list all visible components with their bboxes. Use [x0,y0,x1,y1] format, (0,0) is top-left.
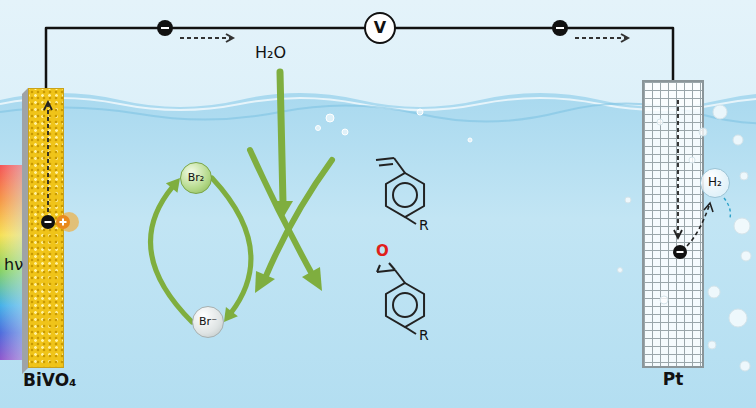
wire-electron [157,20,173,36]
styrene-molecule [379,164,393,166]
bromine-ball: Br₂ [180,162,212,194]
epoxide-molecule [377,265,380,272]
substituent-label: R [419,217,429,233]
water-formula: H₂O [255,44,286,62]
epoxide-molecule [377,270,395,272]
cathode-electron [704,203,713,212]
bromide-ball: Br⁻ [192,306,224,338]
pt-cathode: Pt [642,80,704,368]
external-wire [46,28,364,88]
node-label: Br⁻ [199,316,217,329]
epoxide-molecule [389,263,395,270]
epoxide-molecule [377,263,424,334]
wire-electron [157,20,568,36]
hydrogen-bubbles [733,135,743,145]
hydrogen-bubbles [625,197,631,203]
hydrogen-bubbles [708,286,720,298]
hydrogen-bubble: H₂ [700,168,730,198]
bivo4-photoanode: BiVO₄ [28,88,64,368]
electron-flow-arrow [180,34,628,42]
water-bubbles [316,109,473,142]
node-label: V [374,19,386,37]
cathode-electron [724,198,730,218]
reaction-arrows [266,160,332,276]
electron-flow-arrow [575,37,627,39]
electron-flow-arrow [180,37,232,39]
hydrogen-bubbles [708,341,716,349]
water-bubbles [342,129,348,135]
reaction-arrows [280,72,283,203]
hydrogen-bubbles [734,218,750,234]
node-label: Br₂ [188,172,204,185]
styrene-molecule [376,158,394,160]
hydrogen-bubbles [741,251,751,261]
bromine-cycle-arrow [212,178,251,322]
external-wire [396,28,673,80]
epoxide-molecule [395,270,405,283]
water-bubbles [468,138,472,142]
styrene-molecule [386,173,424,217]
voltmeter: V [364,12,396,44]
reaction-arrows [250,150,312,274]
hydrogen-bubbles [713,105,727,119]
epoxide-molecule [386,283,424,327]
styrene-molecule [394,158,405,173]
hydrogen-bubbles [729,309,747,327]
electrode-label: Pt [644,370,702,390]
styrene-molecule [376,158,424,224]
epoxide-molecule [405,327,416,334]
epoxide-molecule [393,293,417,317]
bromine-cycle-arrow [151,178,192,322]
substituent-label: R [419,327,429,343]
wire-electron [161,27,169,29]
hydrogen-bubbles [740,361,750,371]
node-label: H₂ [708,176,722,190]
oxygen-atom: O [376,243,389,260]
styrene-molecule [405,217,416,224]
electron-flow-arrow [621,34,628,42]
styrene-molecule [393,183,417,207]
wire-electron [556,27,564,29]
reaction-arrows [250,72,332,293]
reaction-arrows [302,267,322,291]
hydrogen-bubbles [618,268,623,273]
water-bubbles [316,126,321,131]
water-bubbles [417,109,423,115]
light-label: hν [4,256,23,274]
water-bubbles [326,114,334,122]
reaction-arrows [255,271,275,293]
wire-electron [552,20,568,36]
electrode-label: BiVO₄ [23,371,77,391]
electron-flow-arrow [226,34,233,42]
hydrogen-bubbles [740,172,748,180]
